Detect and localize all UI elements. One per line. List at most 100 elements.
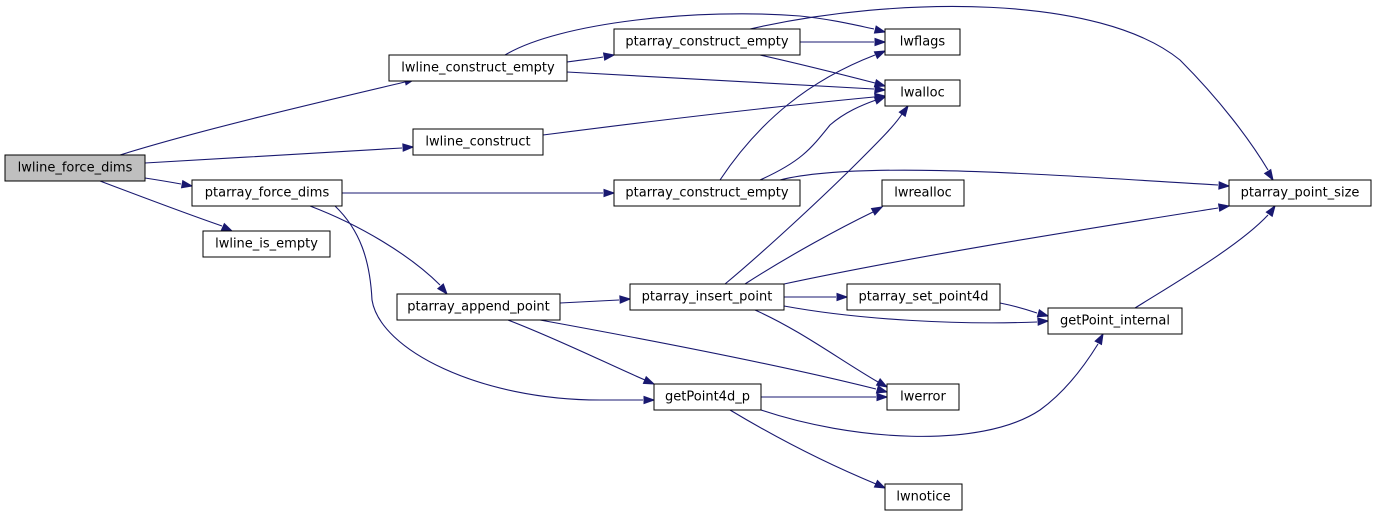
edge-line <box>144 177 182 185</box>
edge-line <box>759 54 876 84</box>
node-getpoint4d-p[interactable]: getPoint4d_p <box>653 383 762 411</box>
edge-getPoint-internal-to-ptarray-point-size <box>1134 204 1276 309</box>
node-label: lwnotice <box>896 490 950 505</box>
node-label: ptarray_construct_empty <box>625 186 788 201</box>
node-label: getPoint4d_p <box>665 390 750 405</box>
edge-arrowhead <box>875 378 889 388</box>
node-lwline-construct-empty[interactable]: lwline_construct_empty <box>388 54 568 82</box>
node-lwrealloc[interactable]: lwrealloc <box>881 179 965 207</box>
node-lwflags[interactable]: lwflags <box>884 28 961 56</box>
node-ptarray-append-point[interactable]: ptarray_append_point <box>396 293 561 321</box>
edge-line <box>729 409 877 485</box>
node-ptarray-force-dims[interactable]: ptarray_force_dims <box>191 179 343 207</box>
edge-line <box>566 71 875 90</box>
edge-line <box>749 5 1269 171</box>
edge-arrowhead <box>873 479 887 489</box>
edge-line <box>539 319 877 390</box>
edge-arrowhead <box>870 206 884 216</box>
node-lwnotice[interactable]: lwnotice <box>884 483 963 511</box>
edge-arrowhead <box>836 292 849 302</box>
node-getpoint-internal[interactable]: getPoint_internal <box>1047 307 1183 335</box>
node-label: lwalloc <box>900 86 945 101</box>
edges-layer <box>99 5 1276 489</box>
edge-arrowhead <box>1218 181 1231 190</box>
edge-arrowhead <box>436 283 448 296</box>
edge-line <box>559 299 620 304</box>
edge-ptarray-insert-point-to-getPoint-internal <box>783 305 1050 326</box>
edge-getPoint4d-p-to-lwerror <box>761 392 889 402</box>
node-lwline-construct[interactable]: lwline_construct <box>412 128 544 156</box>
edge-arrowhead <box>898 104 909 118</box>
edge-line <box>754 309 879 383</box>
node-label: lwline_force_dims <box>18 161 133 176</box>
edge-ptarray-append-point-to-lwerror <box>539 319 889 394</box>
edge-arrowhead <box>875 385 889 394</box>
node-label: lwline_construct <box>425 135 530 150</box>
edge-line <box>504 13 875 56</box>
edge-ptarray-insert-point-to-ptarray-point-size <box>783 203 1231 285</box>
edge-arrowhead <box>1217 203 1231 212</box>
edge-ptarray-insert-point-to-lwalloc <box>724 104 909 285</box>
edge-line <box>783 207 1219 285</box>
nodes-layer: lwline_force_dims lwline_construct_empty… <box>4 28 1372 511</box>
edge-line <box>566 56 604 63</box>
edge-arrowhead <box>873 78 887 88</box>
node-label: lwline_construct_empty <box>401 61 555 76</box>
edge-lwline-force-dims-to-lwline-construct-empty <box>119 77 417 156</box>
node-label: ptarray_construct_empty <box>625 35 788 50</box>
edge-arrowhead <box>1265 204 1276 218</box>
edge-lwline-construct-empty-to-lwalloc <box>566 71 887 94</box>
edge-line <box>724 113 903 285</box>
edge-lwline-construct-empty-to-ptarray-construct-empty-top <box>566 52 616 63</box>
node-label: getPoint_internal <box>1060 314 1170 329</box>
edge-arrowhead <box>642 375 656 385</box>
edge-line <box>309 205 441 286</box>
edge-arrowhead <box>603 188 616 198</box>
edge-arrowhead <box>1263 168 1274 182</box>
node-label: lwflags <box>900 35 946 50</box>
node-ptarray-construct-empty-mid[interactable]: ptarray_construct_empty <box>613 179 801 207</box>
edge-arrowhead <box>643 395 656 405</box>
edge-line <box>760 343 1099 437</box>
edge-arrowhead <box>619 295 632 304</box>
edge-ptarray-construct-empty-mid-to-ptarray-point-size <box>779 169 1231 190</box>
edge-getPoint4d-p-to-getPoint-internal <box>760 332 1104 437</box>
edge-line <box>507 319 646 381</box>
node-lwline-is-empty[interactable]: lwline_is_empty <box>202 230 331 258</box>
edge-ptarray-insert-point-to-ptarray-set-point4d <box>784 292 849 302</box>
edge-ptarray-insert-point-to-lwerror <box>754 309 889 388</box>
node-ptarray-insert-point[interactable]: ptarray_insert_point <box>629 283 785 311</box>
edge-line <box>999 302 1038 314</box>
node-label: lwline_is_empty <box>215 237 318 252</box>
edge-line <box>759 99 877 181</box>
node-ptarray-set-point4d[interactable]: ptarray_set_point4d <box>846 283 1001 311</box>
edge-arrowhead <box>1037 317 1050 326</box>
edge-line <box>119 81 406 156</box>
edge-arrowhead <box>873 25 887 34</box>
edge-ptarray-construct-empty-mid-to-lwflags <box>719 50 887 181</box>
edge-ptarray-construct-empty-mid-to-lwalloc <box>759 96 887 181</box>
edge-line <box>144 147 403 164</box>
edge-arrowhead <box>876 392 889 402</box>
edge-line <box>744 211 874 285</box>
node-label: lwerror <box>900 390 946 405</box>
node-ptarray-construct-empty-top[interactable]: ptarray_construct_empty <box>613 28 801 56</box>
node-lwalloc[interactable]: lwalloc <box>884 79 961 107</box>
edge-arrowhead <box>1094 332 1104 346</box>
edge-lwline-force-dims-to-lwline-is-empty <box>99 180 234 232</box>
edge-lwline-force-dims-to-lwline-construct <box>144 143 415 164</box>
edge-ptarray-construct-empty-top-to-lwflags <box>800 37 887 47</box>
node-lwerror[interactable]: lwerror <box>886 383 960 411</box>
edge-lwline-construct-to-lwalloc <box>542 92 887 136</box>
node-ptarray-point-size[interactable]: ptarray_point_size <box>1228 179 1372 207</box>
edge-line <box>1134 214 1269 309</box>
edge-arrowhead <box>602 52 616 61</box>
edge-line <box>779 169 1219 186</box>
edge-ptarray-construct-empty-top-to-ptarray-point-size <box>749 5 1274 182</box>
edge-line <box>719 54 876 181</box>
node-label: ptarray_set_point4d <box>859 290 989 305</box>
node-lwline-force-dims[interactable]: lwline_force_dims <box>4 154 146 182</box>
edge-arrowhead <box>220 222 234 232</box>
edge-line <box>99 180 223 227</box>
